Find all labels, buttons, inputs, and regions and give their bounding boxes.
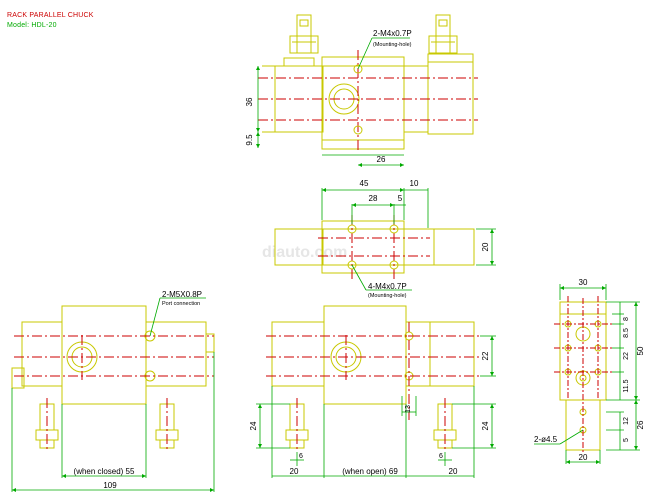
watermark: diauto.com (262, 244, 347, 261)
dim-text: 20 (481, 242, 490, 251)
dim-text: 26 (636, 420, 645, 429)
dim-text: 6 (299, 453, 303, 460)
dim-text: 109 (103, 481, 117, 490)
callout-text: Port connection (162, 301, 200, 307)
dim-text: 24 (481, 421, 490, 430)
dim-text: 10 (410, 179, 419, 188)
dim-text: 24 (249, 421, 258, 430)
top-view (262, 14, 474, 150)
dim-text: 9.5 (245, 134, 254, 146)
dim-text: 13 (405, 405, 412, 413)
middle-view (274, 220, 475, 274)
dim-text: 22 (623, 352, 630, 360)
dim-text: 20 (449, 467, 458, 476)
dim-text: 26 (377, 155, 386, 164)
dim-text: 12 (623, 417, 630, 425)
callout-text: (Mounting-hole) (373, 42, 412, 48)
callout-text: (Mounting-hole) (368, 293, 407, 299)
top-view-dims (256, 37, 410, 167)
dim-text: 11.5 (623, 379, 630, 392)
dim-text: 28 (369, 194, 378, 203)
left-view-dims (11, 297, 215, 492)
dim-text: 45 (360, 179, 369, 188)
middle-view-dims (321, 188, 496, 291)
dim-text: 50 (636, 346, 645, 355)
dim-text: (when open) 69 (342, 467, 398, 476)
callout-text: 4-M4x0.7P (368, 282, 407, 291)
end-view-dims (534, 284, 640, 464)
dim-text: 22 (481, 351, 490, 360)
dim-text: (when closed) 55 (74, 467, 135, 476)
model-label: Model: HDL-20 (7, 22, 57, 29)
dim-text: 30 (579, 278, 588, 287)
right-view (271, 305, 475, 449)
dim-text: 36 (245, 97, 254, 106)
dim-text: 8 (623, 317, 630, 321)
callout-text: 2-M5X0.8P (162, 290, 202, 299)
dim-text: 6 (439, 453, 443, 460)
right-view-dims (256, 335, 496, 478)
left-view (11, 305, 215, 449)
dim-text: 20 (290, 467, 299, 476)
dim-text: 5 (398, 194, 403, 203)
callout-text: 2-M4x0.7P (373, 29, 412, 38)
dim-text: 20 (579, 453, 588, 462)
dim-text: 8.5 (623, 328, 630, 338)
dim-text: 5 (623, 438, 630, 442)
drawing-title: RACK PARALLEL CHUCK (7, 12, 94, 19)
callout-text: 2-ø4.5 (534, 435, 558, 444)
